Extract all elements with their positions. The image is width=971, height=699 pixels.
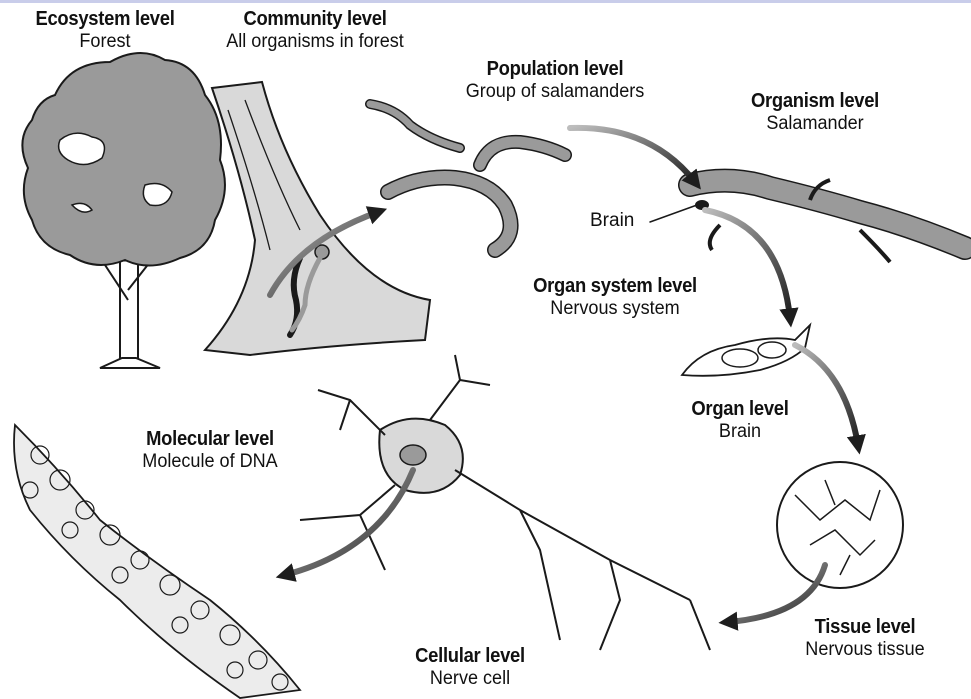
ecosystem-level-title: Ecosystem level	[22, 8, 188, 31]
community-level-subtitle: All organisms in forest	[196, 31, 434, 53]
molecular-level-label: Molecular level Molecule of DNA	[105, 428, 315, 473]
brain-callout-label: Brain	[590, 210, 634, 232]
organ-level-label: Organ level Brain	[655, 398, 825, 443]
nerve-cell-illustration	[300, 355, 710, 650]
tissue-level-title: Tissue level	[778, 616, 953, 639]
log-illustration	[205, 82, 430, 355]
cellular-level-label: Cellular level Nerve cell	[380, 645, 560, 690]
brain-pointer-line	[650, 205, 697, 222]
brain-outline-illustration	[682, 325, 810, 376]
nervous-tissue-illustration	[777, 462, 903, 588]
salamander-group-illustration	[370, 104, 565, 250]
organ-system-level-label: Organ system level Nervous system	[500, 275, 730, 320]
community-level-title: Community level	[200, 8, 430, 31]
organism-level-subtitle: Salamander	[720, 113, 910, 135]
ecosystem-level-subtitle: Forest	[20, 31, 191, 53]
organ-level-subtitle: Brain	[659, 421, 821, 443]
cellular-level-subtitle: Nerve cell	[385, 668, 556, 690]
molecular-level-subtitle: Molecule of DNA	[110, 451, 310, 473]
cellular-level-title: Cellular level	[387, 645, 553, 668]
tissue-level-label: Tissue level Nervous tissue	[770, 616, 960, 661]
arrow-population-to-organism	[570, 128, 695, 182]
organ-system-level-subtitle: Nervous system	[506, 298, 725, 320]
organism-level-title: Organism level	[723, 90, 907, 113]
population-level-title: Population level	[445, 58, 666, 81]
community-level-label: Community level All organisms in forest	[190, 8, 440, 53]
organ-system-level-title: Organ system level	[509, 275, 721, 298]
population-level-label: Population level Group of salamanders	[435, 58, 675, 103]
organ-level-title: Organ level	[662, 398, 818, 421]
organism-level-label: Organism level Salamander	[715, 90, 915, 135]
flow-arrows	[270, 128, 858, 622]
molecular-level-title: Molecular level	[113, 428, 306, 451]
population-level-subtitle: Group of salamanders	[441, 81, 669, 103]
forest-tree-illustration	[22, 53, 225, 368]
ecosystem-level-label: Ecosystem level Forest	[15, 8, 195, 53]
tissue-level-subtitle: Nervous tissue	[775, 639, 956, 661]
